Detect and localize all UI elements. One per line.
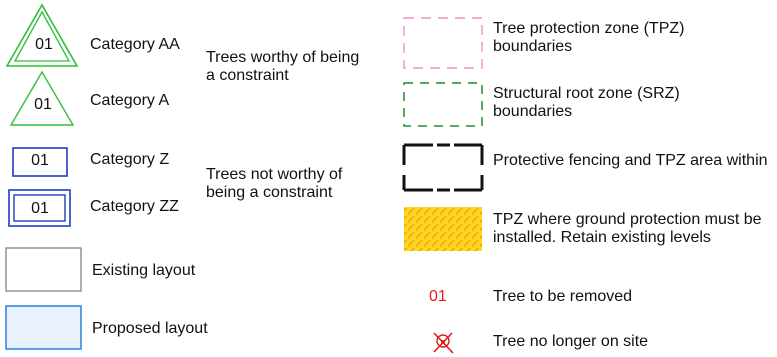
srz-boundary-symbol (403, 82, 483, 127)
category-zz-label: Category ZZ (90, 198, 179, 215)
removed-tree-number: 01 (429, 288, 447, 305)
category-a-symbol (9, 70, 75, 126)
trees-worthy-label: Trees worthy of being a constraint (206, 49, 360, 85)
category-z-number: 01 (31, 152, 49, 169)
category-z-label: Category Z (90, 151, 170, 168)
category-aa-label: Category AA (90, 36, 180, 53)
category-a-label: Category A (90, 92, 170, 109)
category-aa-number: 01 (35, 36, 53, 53)
proposed-layout-symbol (5, 305, 82, 350)
protective-fencing-symbol (402, 143, 484, 192)
tpz-boundary-symbol (403, 17, 483, 69)
proposed-layout-label: Proposed layout (92, 320, 208, 337)
existing-layout-symbol (5, 247, 82, 292)
category-aa-symbol (5, 3, 79, 67)
category-zz-number: 01 (31, 200, 49, 217)
ground-protection-label: TPZ where ground protection must be inst… (493, 211, 762, 247)
protective-fencing-label: Protective fencing and TPZ area within (493, 152, 768, 169)
tpz-label: Tree protection zone (TPZ) boundaries (493, 20, 685, 56)
category-a-number: 01 (34, 96, 52, 113)
category-zz-symbol (8, 189, 71, 227)
srz-label: Structural root zone (SRZ) boundaries (493, 85, 680, 121)
tree-no-longer-label: Tree no longer on site (493, 333, 649, 350)
category-z-symbol (12, 147, 68, 177)
ground-protection-symbol (404, 207, 482, 251)
tree-no-longer-symbol (433, 332, 454, 354)
removed-tree-label: Tree to be removed (493, 288, 633, 305)
existing-layout-label: Existing layout (92, 262, 196, 279)
trees-not-worthy-label: Trees not worthy of being a constraint (206, 166, 343, 202)
